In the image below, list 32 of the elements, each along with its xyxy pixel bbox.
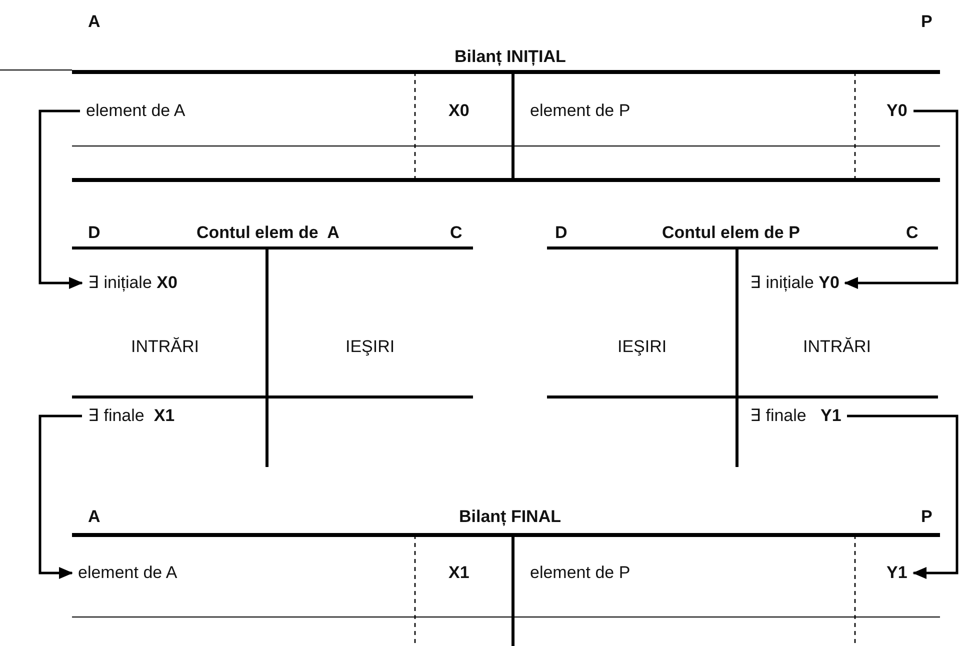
side-label: INTRĂRI (131, 336, 199, 358)
account-title: Contul elem de A (196, 222, 340, 244)
entry-cell: ∃ finale X1 (82, 403, 181, 429)
connector-arrow (38, 414, 82, 579)
value-cell: X0 (442, 98, 476, 124)
entry-cell: element de P (524, 98, 636, 124)
entry-cell: ∃ inițiale Y0 (744, 270, 846, 296)
connector-arrow (38, 110, 83, 289)
connector-arrow (844, 110, 958, 289)
side-label: IEŞIRI (618, 336, 667, 358)
side-label: IEŞIRI (346, 336, 395, 358)
value-cell: X1 (442, 560, 476, 586)
value-cell: Y0 (880, 98, 914, 124)
column-heading: P (921, 11, 932, 33)
column-heading: D (88, 222, 100, 244)
column-heading: D (555, 222, 568, 244)
column-heading: P (921, 506, 932, 528)
column-heading: C (450, 222, 462, 244)
column-heading: A (88, 506, 100, 528)
table-title: Bilanț INIȚIAL (454, 46, 566, 68)
entry-cell: ∃ inițiale X0 (82, 270, 184, 296)
account-title: Contul elem de P (662, 222, 800, 244)
entry-cell: ∃ finale Y1 (744, 403, 848, 429)
connector-arrow (847, 414, 958, 579)
column-heading: C (906, 222, 918, 244)
value-cell: Y1 (880, 560, 914, 586)
column-heading: A (88, 11, 100, 33)
entry-cell: element de A (80, 98, 192, 124)
side-label: INTRĂRI (803, 336, 871, 358)
table-title: Bilanț FINAL (459, 506, 561, 528)
entry-cell: element de A (72, 560, 184, 586)
entry-cell: element de P (524, 560, 636, 586)
